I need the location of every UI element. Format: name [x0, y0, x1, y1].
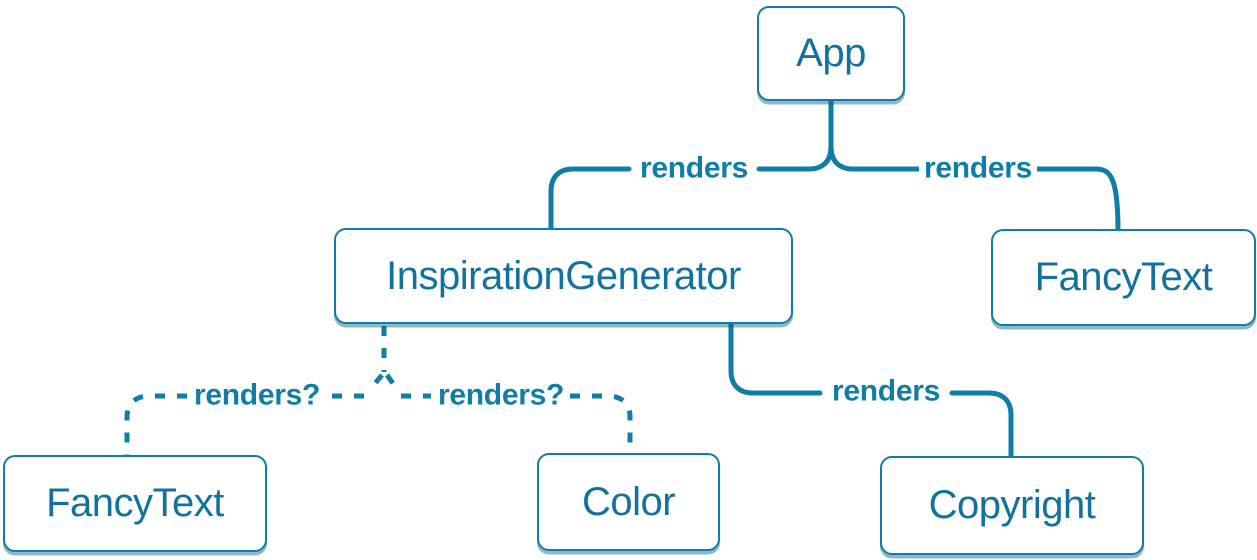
node-inspiration-generator: InspirationGenerator [334, 228, 793, 324]
edge-label-app-fancytext: renders [919, 153, 1037, 184]
node-fancy-text-app: FancyText [991, 229, 1256, 326]
edge-label-inspirationgenerator-color: renders? [433, 380, 569, 411]
edge-conditional-fork-right [384, 373, 402, 394]
edge-inspirationgenerator-copyright-start [728, 322, 823, 396]
edge-inspirationgenerator-fancytext-end [124, 393, 187, 455]
node-fancy-text-app-label: FancyText [1034, 255, 1213, 299]
edge-label-app-inspirationgenerator: renders [635, 153, 753, 184]
node-color: Color [537, 453, 720, 551]
edge-app-fork-left [756, 98, 834, 172]
node-fancy-text-conditional: FancyText [3, 455, 267, 552]
edge-conditional-fork-left [366, 373, 384, 394]
node-fancy-text-conditional-label: FancyText [46, 481, 224, 525]
edge-app-inspirationgenerator [548, 166, 632, 232]
edge-inspirationgenerator-copyright-end [949, 390, 1014, 460]
node-app: App [757, 6, 905, 101]
node-app-label: App [796, 31, 866, 75]
node-copyright-label: Copyright [928, 483, 1096, 527]
node-copyright: Copyright [880, 456, 1144, 555]
edge-app-fancytext [1033, 166, 1121, 233]
edge-label-inspirationgenerator-fancytext: renders? [189, 380, 325, 411]
edge-app-fork-right [828, 98, 924, 172]
edge-label-inspirationgenerator-copyright: renders [827, 376, 945, 407]
edge-inspirationgenerator-color-end [570, 393, 633, 452]
node-color-label: Color [581, 479, 676, 524]
node-inspiration-generator-label: InspirationGenerator [386, 253, 741, 298]
